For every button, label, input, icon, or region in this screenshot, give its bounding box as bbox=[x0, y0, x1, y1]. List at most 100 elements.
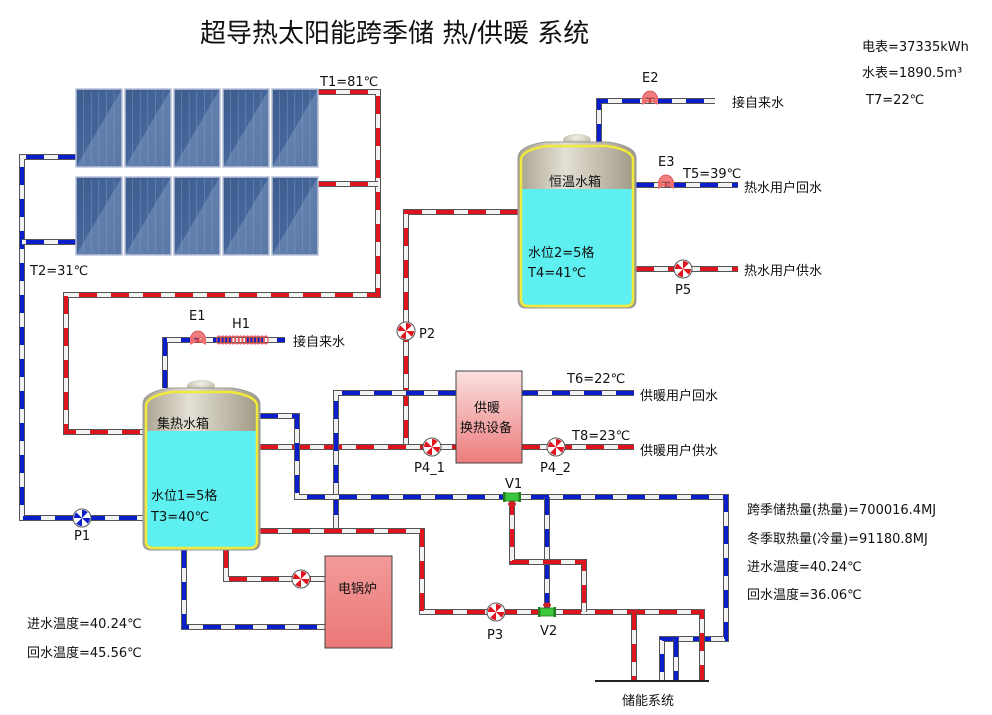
pump-p4-1[interactable] bbox=[422, 437, 442, 457]
e3-label: E3 bbox=[658, 155, 675, 170]
solar-panel bbox=[271, 88, 319, 168]
pump-blade bbox=[496, 604, 502, 612]
pump-blade bbox=[406, 323, 412, 331]
pump-blade bbox=[432, 439, 438, 447]
right-inlet-temp: 进水温度=40.24℃ bbox=[747, 559, 862, 575]
pump-p5[interactable] bbox=[673, 259, 693, 279]
constant-temp-tank[interactable]: 恒温水箱 水位2=5格 T4=41℃ bbox=[517, 134, 637, 309]
heater-coil-loop bbox=[219, 335, 226, 345]
solar-panel bbox=[222, 176, 270, 256]
p1-label: P1 bbox=[74, 529, 90, 544]
heater-coil-loop bbox=[252, 335, 258, 345]
p4-2-label: P4_2 bbox=[540, 461, 571, 476]
heater-coil-loop bbox=[262, 335, 269, 345]
heater-coil-loop bbox=[237, 335, 244, 345]
tank-rim bbox=[519, 144, 635, 308]
pump-blade bbox=[424, 441, 432, 447]
exchanger-body bbox=[455, 370, 523, 464]
heater-coil-loop bbox=[234, 335, 240, 345]
heater-h1[interactable] bbox=[216, 335, 269, 345]
seasonal-heat-stored: 跨季储热量(热量)=700016.4MJ bbox=[747, 503, 936, 518]
pump-blade bbox=[496, 612, 504, 618]
t7-readout: T7=22℃ bbox=[865, 93, 924, 108]
pump-blade bbox=[82, 518, 91, 524]
storage-system-label: 储能系统 bbox=[622, 694, 674, 709]
tap-water-pipe-2 bbox=[596, 98, 715, 142]
hot-water-supply-label: 热水用户供水 bbox=[744, 263, 822, 279]
pump-p2[interactable] bbox=[396, 321, 416, 341]
heater-coil-loop bbox=[255, 335, 262, 345]
pump-blade bbox=[426, 447, 432, 455]
p3-label: P3 bbox=[487, 628, 503, 643]
t6-readout: T6=22℃ bbox=[566, 372, 625, 387]
heater-coil-loop bbox=[259, 335, 266, 345]
tank2-level: 水位2=5格 bbox=[528, 245, 594, 261]
storage-return-loop bbox=[260, 413, 729, 681]
heating-supply-label: 供暖用户供水 bbox=[640, 443, 718, 459]
pump-blade bbox=[432, 447, 440, 453]
three-way-valve-v2[interactable] bbox=[538, 602, 556, 618]
pump-blade bbox=[675, 263, 683, 269]
solar-panel bbox=[271, 176, 319, 256]
pump-blade bbox=[556, 447, 564, 453]
tank-water-level bbox=[147, 431, 256, 547]
solar-panel bbox=[124, 176, 172, 256]
e1-label: E1 bbox=[189, 309, 206, 324]
heater-coil-loop bbox=[230, 335, 237, 345]
solar-collector-array bbox=[75, 88, 319, 256]
electric-meter-readout: 电表=37335kWh bbox=[862, 40, 969, 55]
electric-boiler[interactable]: 电锅炉 bbox=[324, 555, 393, 649]
collector-tank[interactable]: 集热水箱 水位1=5格 T3=40℃ bbox=[142, 380, 261, 551]
p2-label: P2 bbox=[419, 327, 435, 342]
pump-blade bbox=[556, 439, 562, 447]
pump-blade bbox=[490, 612, 496, 620]
pump-p1[interactable] bbox=[72, 508, 92, 528]
page-title: 超导热太阳能跨季储 热/供暖 系统 bbox=[200, 19, 589, 49]
water-meter-readout: 水表=1890.5m³ bbox=[862, 66, 962, 81]
p5-label: P5 bbox=[675, 283, 691, 298]
pump-p4-2[interactable] bbox=[546, 437, 566, 457]
heater-coil-loop bbox=[245, 335, 251, 345]
solar-supply-pipe bbox=[63, 89, 381, 435]
pump-blade bbox=[400, 331, 406, 339]
v1-label: V1 bbox=[505, 477, 522, 492]
pump-blade bbox=[488, 606, 496, 612]
tank2-name: 恒温水箱 bbox=[549, 174, 601, 190]
e2-label: E2 bbox=[642, 71, 659, 86]
tap-water-label-1: 接自来水 bbox=[293, 334, 345, 350]
right-return-temp: 回水温度=36.06℃ bbox=[747, 587, 862, 603]
tank-water-level bbox=[522, 189, 632, 305]
pump-blade bbox=[82, 510, 88, 518]
solar-panel bbox=[173, 176, 221, 256]
p4-1-label: P4_1 bbox=[414, 461, 445, 476]
heater-coil-loop bbox=[223, 335, 230, 345]
left-return-temp: 回水温度=45.56℃ bbox=[27, 645, 142, 661]
v1-bypass-pipe bbox=[509, 497, 587, 612]
exchanger-return-pipe bbox=[333, 390, 456, 531]
pump-blade bbox=[74, 512, 82, 518]
heater-coil-loop bbox=[248, 335, 255, 345]
heater-coil-loop bbox=[227, 335, 233, 345]
exchanger-label-line1: 供暖 bbox=[474, 401, 500, 416]
solenoid-valve-e2[interactable] bbox=[642, 90, 658, 105]
pump-boiler[interactable] bbox=[291, 569, 311, 589]
solar-panel bbox=[222, 88, 270, 168]
tank2-temp: T4=41℃ bbox=[527, 266, 586, 281]
boiler-return-pipe bbox=[181, 550, 325, 630]
solenoid-valve-e1[interactable] bbox=[190, 330, 206, 345]
components-layer bbox=[72, 90, 693, 622]
winter-heat-extracted: 冬季取热量(冷量)=91180.8MJ bbox=[747, 531, 928, 547]
solenoid-valve-e3[interactable] bbox=[658, 174, 674, 189]
heating-return-label: 供暖用户回水 bbox=[640, 388, 718, 404]
pump-blade bbox=[398, 325, 406, 331]
heating-heat-exchanger[interactable]: 供暖 换热设备 bbox=[455, 370, 523, 464]
heater-coil-loop bbox=[241, 335, 248, 345]
three-way-valve-v1[interactable] bbox=[503, 492, 521, 507]
solar-panel bbox=[124, 88, 172, 168]
pump-p3[interactable] bbox=[486, 602, 506, 622]
solar-panel bbox=[75, 88, 123, 168]
pump-blade bbox=[550, 447, 556, 455]
tank1-name: 集热水箱 bbox=[157, 416, 209, 432]
pump-blade bbox=[683, 261, 689, 269]
